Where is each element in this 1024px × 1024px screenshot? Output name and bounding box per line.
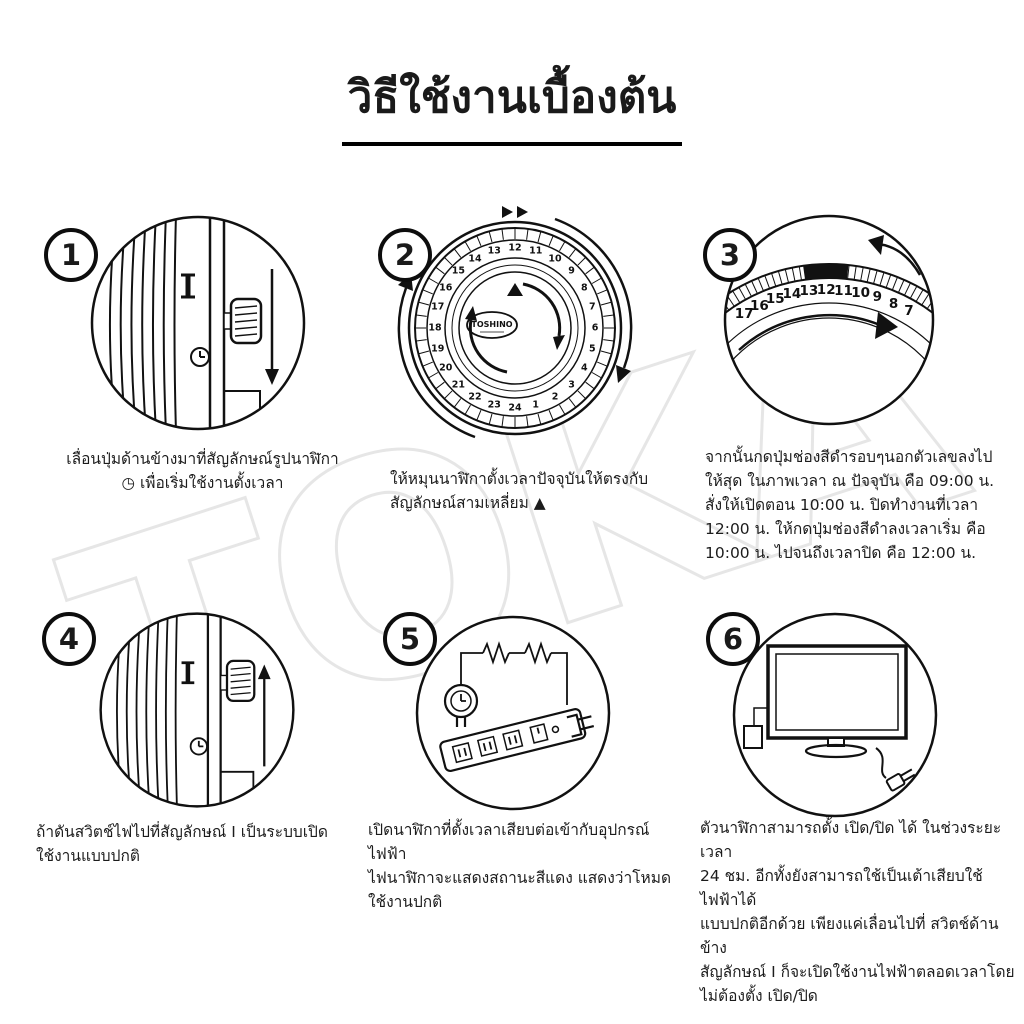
clock-icon (189, 737, 208, 756)
step-1-number: 1 (44, 228, 98, 282)
step-4-number: 4 (42, 612, 96, 666)
segment-ring-ticks (415, 228, 615, 428)
page-title: วิธีใช้งานเบื้องต้น (341, 62, 683, 146)
clock-icon (190, 347, 210, 367)
toshino-logo-text: TOSHINO (471, 320, 512, 329)
step-5-illustration (413, 613, 613, 813)
step-4-caption: ถ้าดันสวิตช์ไฟไปที่สัญลักษณ์ I เป็นระบบเ… (36, 823, 328, 866)
up-arrow-icon (257, 664, 271, 767)
slide-switch (225, 659, 256, 703)
time-marker-triangle (507, 283, 523, 296)
power-cord-plug-icon (875, 747, 916, 792)
rotate-arrow (738, 312, 898, 351)
step-2-number: 2 (378, 228, 432, 282)
step-5-caption: เปิดนาฬิกาที่ตั้งเวลาเสียบต่อเข้ากับอุปก… (368, 821, 672, 912)
step-4-illustration (97, 610, 297, 810)
segment-ticks (725, 264, 933, 313)
down-arrow-icon (265, 269, 279, 385)
step-2-caption: ให้หมุนนาฬิกาตั้งเวลาปัจจุบันให้ตรงกับ ส… (390, 470, 649, 513)
step-1-illustration (88, 213, 308, 433)
pressed-segments (803, 264, 849, 280)
wall-connector (743, 707, 768, 749)
step-6-number: 6 (706, 612, 760, 666)
socket (451, 742, 473, 764)
on-symbol (181, 273, 195, 299)
step-6-caption: ตัวนาฬิกาสามารถตั้ง เปิด/ปิด ได้ ในช่วงร… (700, 819, 1015, 1006)
tv-icon (766, 644, 908, 759)
coil-icon (482, 641, 510, 665)
step-6-illustration (728, 608, 943, 823)
press-arrow (868, 235, 922, 276)
rotate-direction-arrows (502, 206, 528, 218)
slide-switch (229, 297, 263, 345)
plug-icon (566, 713, 595, 738)
step-5-number: 5 (383, 612, 437, 666)
inner-rotate-arrows (468, 282, 562, 374)
socket (476, 735, 499, 757)
on-symbol (181, 661, 195, 685)
power-strip (439, 708, 595, 773)
coil-icon (524, 641, 552, 665)
strip-switch (529, 723, 549, 744)
circuit-wire-right (551, 652, 568, 705)
circuit-wire-left (460, 652, 483, 685)
step-3-number: 3 (703, 228, 757, 282)
timer-plug-icon (443, 683, 479, 727)
toshino-logo: TOSHINO (466, 311, 518, 339)
status-light (551, 725, 560, 734)
socket (502, 729, 524, 751)
step-1-caption: เลื่อนปุ่มด้านข้างมาที่สัญลักษณ์รูปนาฬิก… (66, 450, 339, 493)
step-3-caption: จากนั้นกดปุ่มช่องสีดำรอบๆนอกตัวเลขลงไป ใ… (705, 448, 995, 563)
